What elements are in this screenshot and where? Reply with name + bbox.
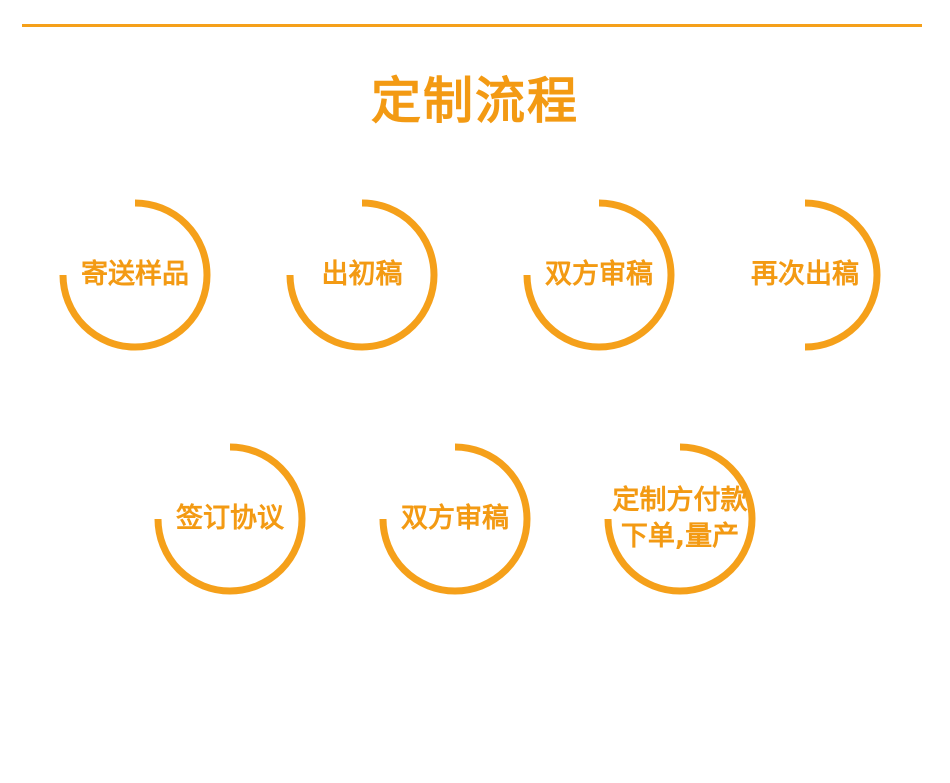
step-1-ring [59,199,211,351]
step-7: 定制方付款 下单,量产 [604,443,756,595]
step-2: 出初稿 [286,199,438,351]
page-title: 定制流程 [371,72,579,130]
step-1-label: 寄送样品 [81,259,189,290]
step-4-label: 再次出稿 [751,259,859,290]
step-4: 再次出稿 [730,199,881,351]
step-6-ring [379,443,531,595]
step-5: 签订协议 [154,443,306,595]
step-3-ring [523,199,675,351]
step-6-label: 双方审稿 [401,503,509,534]
top-divider [22,24,922,27]
step-3: 双方审稿 [523,199,675,351]
step-1: 寄送样品 [59,199,211,351]
step-7-label: 定制方付款 下单,量产 [612,485,748,552]
step-4-ring [804,199,881,351]
step-2-ring [286,199,438,351]
step-2-label: 出初稿 [321,259,403,290]
step-7-ring [604,443,756,595]
step-5-label: 签订协议 [176,503,284,534]
step-3-label: 双方审稿 [545,259,653,290]
step-5-ring [154,443,306,595]
step-6: 双方审稿 [379,443,531,595]
